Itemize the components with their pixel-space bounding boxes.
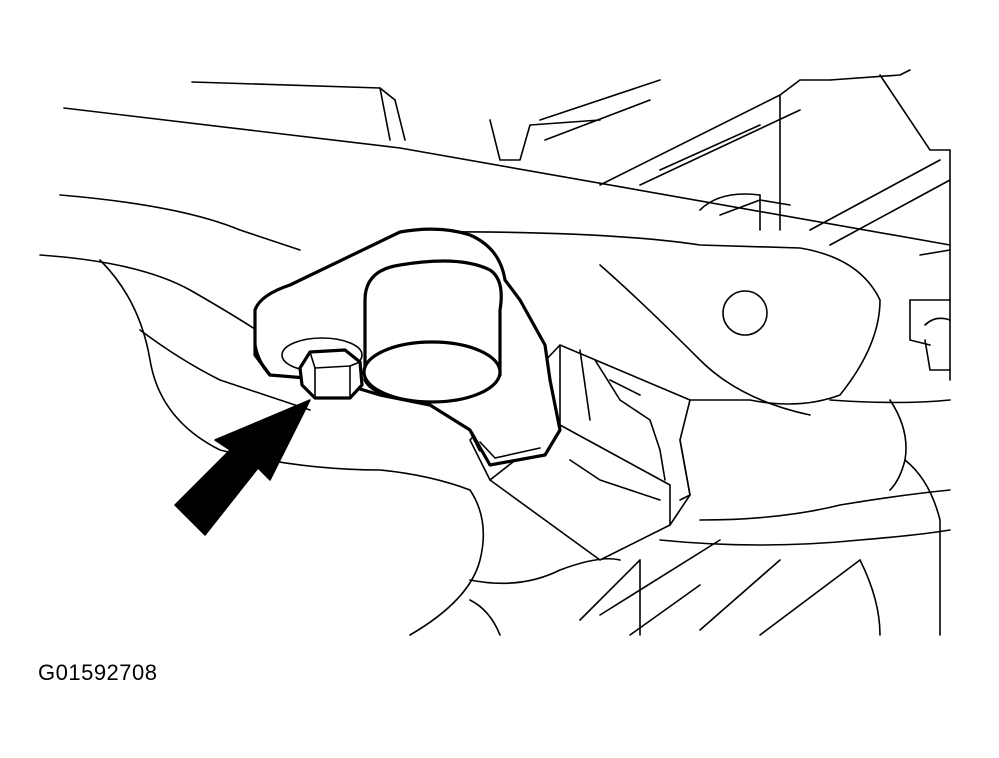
engine-block-background <box>63 69 951 381</box>
mounting-bracket <box>39 194 881 416</box>
hex-bolt <box>281 337 364 400</box>
engine-housing-outline <box>99 259 951 636</box>
sensor-body <box>253 227 562 467</box>
figure-id-label: G01592708 <box>38 660 158 685</box>
pointer-arrow <box>174 399 311 536</box>
